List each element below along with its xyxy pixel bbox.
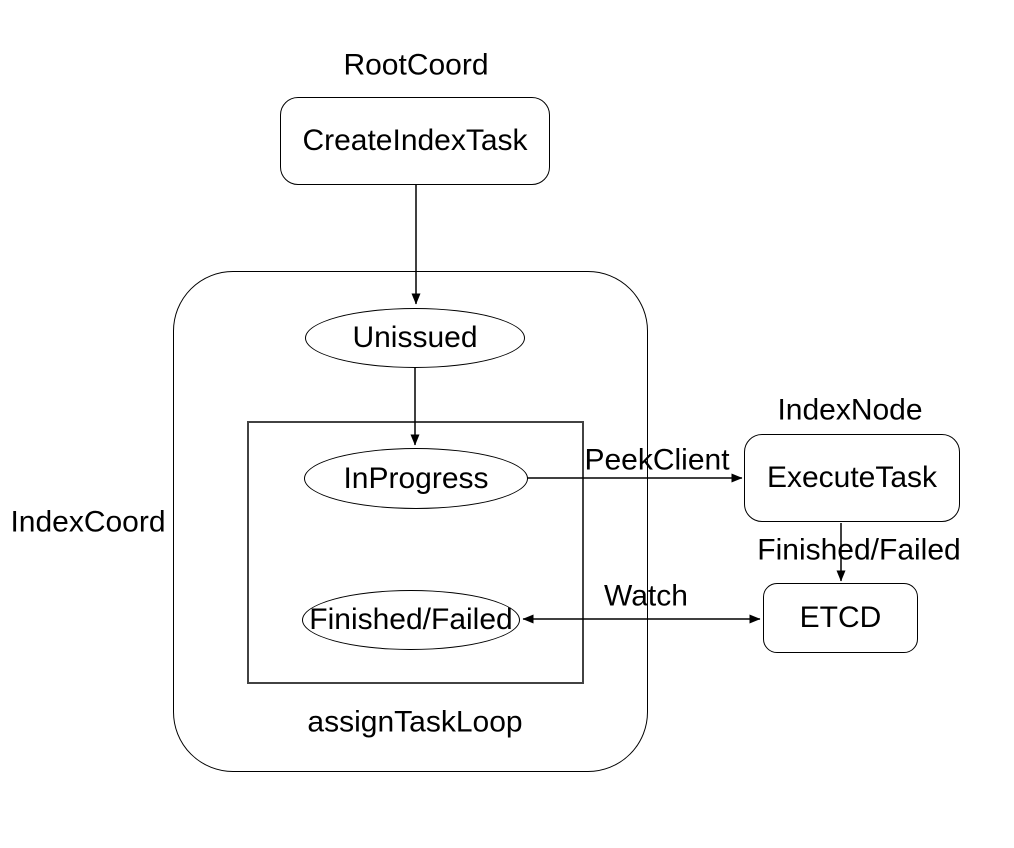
node-create-index-task-label: CreateIndexTask xyxy=(302,124,528,157)
node-execute-task-label: ExecuteTask xyxy=(766,461,938,494)
node-in-progress: InProgress xyxy=(304,448,528,509)
node-finished-failed: Finished/Failed xyxy=(302,590,520,650)
node-execute-task: ExecuteTask xyxy=(744,434,960,522)
node-create-index-task: CreateIndexTask xyxy=(280,97,550,185)
watch-edge-label: Watch xyxy=(604,579,688,613)
index-coord-container xyxy=(173,271,648,772)
node-etcd: ETCD xyxy=(763,583,918,653)
node-in-progress-label: InProgress xyxy=(343,461,489,495)
index-node-label: IndexNode xyxy=(777,393,923,427)
peek-client-edge-label: PeekClient xyxy=(584,443,730,477)
index-coord-label: IndexCoord xyxy=(10,505,166,539)
assign-task-loop-label: assignTaskLoop xyxy=(307,705,523,739)
node-etcd-label: ETCD xyxy=(799,601,882,634)
root-coord-label: RootCoord xyxy=(343,48,489,82)
finished-failed-edge-label: Finished/Failed xyxy=(757,533,961,567)
node-unissued-label: Unissued xyxy=(352,321,478,354)
node-unissued: Unissued xyxy=(305,308,525,368)
node-finished-failed-label: Finished/Failed xyxy=(309,603,513,636)
